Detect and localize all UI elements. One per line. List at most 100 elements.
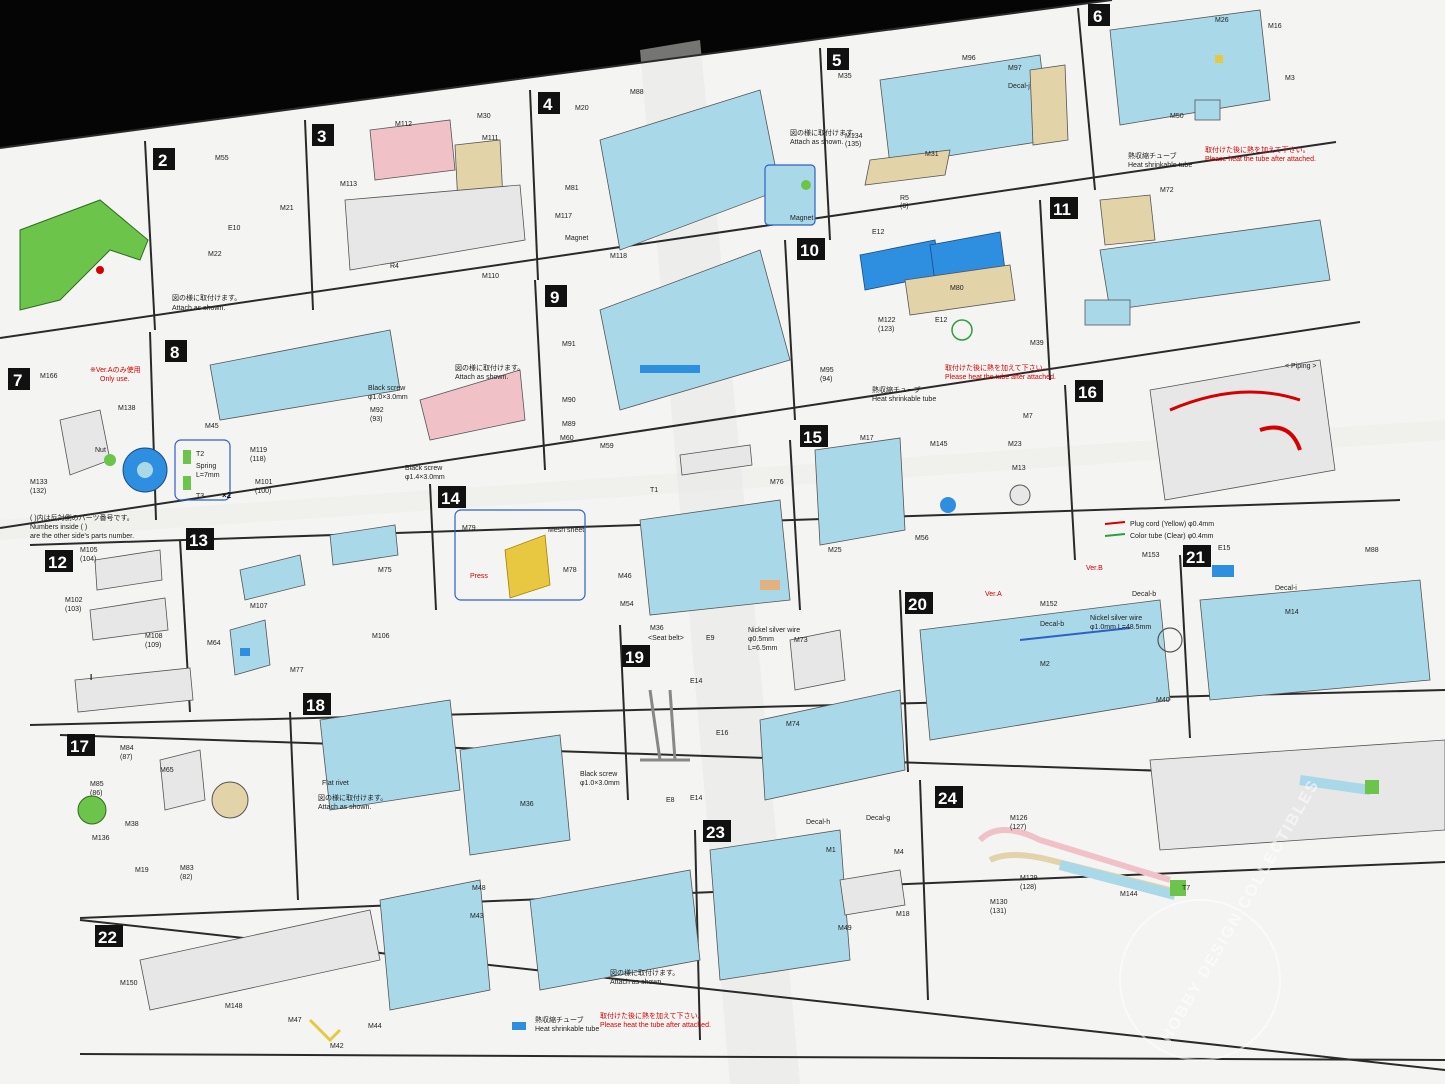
step-15-badge: 15: [800, 425, 828, 447]
svg-text:Flat rivet: Flat rivet: [322, 780, 349, 787]
svg-text:Magnet: Magnet: [790, 215, 813, 222]
svg-text:6: 6: [1093, 7, 1102, 26]
svg-text:R5: R5: [900, 195, 909, 202]
svg-text:M2: M2: [1040, 661, 1050, 668]
svg-text:Decal-h: Decal-h: [806, 819, 830, 826]
svg-text:M134: M134: [845, 133, 863, 140]
svg-text:M84: M84: [120, 745, 134, 752]
svg-text:(132): (132): [30, 488, 46, 495]
svg-text:取付けた後に熱を加えて下さい。: 取付けた後に熱を加えて下さい。: [600, 1011, 705, 1020]
svg-text:M73: M73: [794, 637, 808, 644]
svg-text:M19: M19: [135, 867, 149, 874]
svg-text:T1: T1: [650, 487, 658, 494]
step-20-cockpit: [919, 599, 1183, 741]
step-22-assembly: [139, 869, 701, 1043]
svg-text:T3: T3: [196, 493, 204, 500]
svg-text:Black screw: Black screw: [580, 771, 618, 778]
step-13-engine-parts: [229, 524, 399, 676]
svg-text:M74: M74: [786, 721, 800, 728]
step-16-badge: 16: [1075, 380, 1103, 402]
svg-text:M43: M43: [470, 913, 484, 920]
svg-text:(109): (109): [145, 642, 161, 649]
svg-text:8: 8: [170, 343, 179, 362]
svg-text:M36: M36: [650, 625, 664, 632]
svg-text:M111: M111: [482, 135, 499, 142]
svg-text:E12: E12: [872, 229, 885, 236]
step-6-badge: 6: [1088, 4, 1110, 26]
svg-text:E10: E10: [228, 225, 241, 232]
svg-text:R4: R4: [390, 263, 399, 270]
svg-text:熱収縮チューブ: 熱収縮チューブ: [872, 385, 921, 394]
svg-text:M79: M79: [462, 525, 476, 532]
step-2-badge: 2: [153, 148, 175, 170]
svg-text:(93): (93): [370, 416, 382, 423]
svg-text:13: 13: [189, 531, 208, 550]
svg-text:M138: M138: [118, 405, 136, 412]
svg-text:M47: M47: [288, 1017, 302, 1024]
svg-text:M106: M106: [372, 633, 390, 640]
svg-text:Please heat the tube after att: Please heat the tube after attached.: [1205, 156, 1316, 163]
svg-text:Mesh sheet: Mesh sheet: [548, 527, 584, 534]
svg-text:φ1.0×3.0mm: φ1.0×3.0mm: [580, 780, 620, 787]
svg-text:22: 22: [98, 928, 117, 947]
svg-text:M18: M18: [896, 911, 910, 918]
svg-text:4: 4: [543, 95, 553, 114]
svg-text:※Ver.Aのみ使用: ※Ver.Aのみ使用: [90, 365, 141, 374]
svg-text:E14: E14: [690, 678, 703, 685]
step-17-badge: 17: [67, 734, 95, 756]
step-8-suspension: [174, 329, 526, 501]
step-12-badge: 12: [45, 550, 73, 572]
svg-text:取付けた後に熱を加えて下さい。: 取付けた後に熱を加えて下さい。: [1205, 145, 1310, 154]
svg-text:図の様に取付けます。: 図の様に取付けます。: [455, 363, 524, 372]
svg-text:10: 10: [800, 241, 819, 260]
svg-text:L=7mm: L=7mm: [196, 472, 220, 479]
svg-text:(118): (118): [250, 456, 266, 463]
svg-text:M76: M76: [770, 479, 784, 486]
svg-text:Ver.B: Ver.B: [1086, 565, 1103, 572]
svg-text:Black screw: Black screw: [368, 385, 406, 392]
svg-text:図の様に取付けます。: 図の様に取付けます。: [610, 968, 679, 977]
step-11-gearbox: [1084, 194, 1331, 326]
svg-text:M26: M26: [1215, 17, 1229, 24]
svg-text:E12: E12: [935, 317, 948, 324]
step-17-brake-parts: [77, 749, 249, 825]
svg-text:M136: M136: [92, 835, 110, 842]
step-9-badge: 9: [545, 285, 567, 307]
svg-text:M148: M148: [225, 1003, 243, 1010]
svg-text:Decal-b: Decal-b: [1040, 621, 1064, 628]
svg-text:M150: M150: [120, 980, 138, 987]
svg-text:Nickel silver wire: Nickel silver wire: [748, 627, 800, 634]
step-5-tub: [864, 54, 1069, 186]
svg-text:12: 12: [48, 553, 67, 572]
svg-text:19: 19: [625, 648, 644, 667]
svg-text:are the other side's parts num: are the other side's parts number.: [30, 533, 134, 540]
step-10-radiators: [859, 231, 1016, 341]
svg-text:(94): (94): [820, 376, 832, 383]
svg-text:11: 11: [1053, 200, 1071, 219]
step-number-boxes: 2 3 4 5 6 7 8 9 10 11 12 13 14 15 16 17 …: [8, 4, 1211, 947]
step-18-engine: [319, 699, 571, 856]
svg-text:M112: M112: [395, 121, 412, 128]
svg-text:Nickel silver wire: Nickel silver wire: [1090, 615, 1142, 622]
svg-text:M85: M85: [90, 781, 104, 788]
svg-text:M22: M22: [208, 251, 222, 258]
svg-text:2: 2: [158, 151, 167, 170]
svg-text:Magnet: Magnet: [565, 235, 588, 242]
svg-text:Plug cord (Yellow) φ0.4mm: Plug cord (Yellow) φ0.4mm: [1130, 521, 1214, 528]
svg-text:M118: M118: [610, 253, 627, 260]
svg-text:M42: M42: [330, 1043, 344, 1050]
svg-text:(123): (123): [878, 326, 894, 333]
svg-text:M122: M122: [878, 317, 896, 324]
svg-text:M126: M126: [1010, 815, 1028, 822]
svg-text:熱収縮チューブ: 熱収縮チューブ: [1128, 151, 1177, 160]
svg-text:M49: M49: [838, 925, 852, 932]
svg-text:M78: M78: [563, 567, 577, 574]
svg-text:Decal-b: Decal-b: [1132, 591, 1156, 598]
svg-text:Black screw: Black screw: [405, 465, 443, 472]
svg-text:M144: M144: [1120, 891, 1138, 898]
svg-text:16: 16: [1078, 383, 1097, 402]
svg-text:23: 23: [706, 823, 725, 842]
svg-text:M44: M44: [368, 1023, 382, 1030]
svg-text:Decal-i: Decal-i: [1275, 585, 1297, 592]
